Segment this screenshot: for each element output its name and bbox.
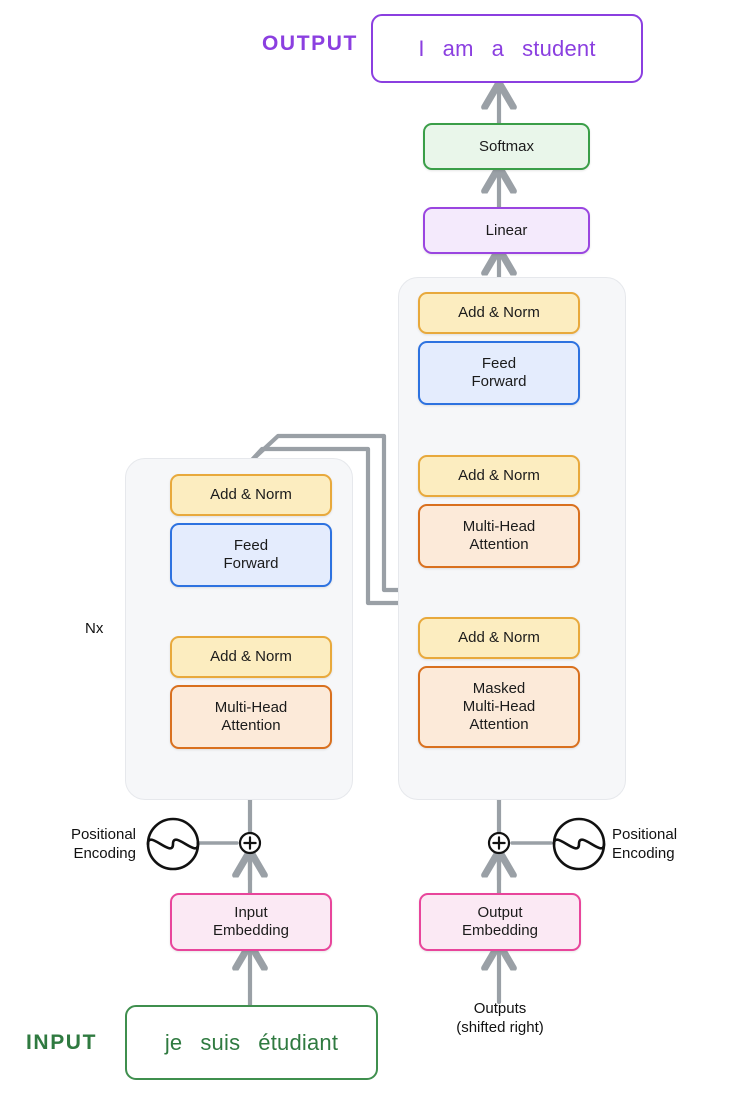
decoder-add-norm-top: Add & Norm — [418, 292, 580, 334]
encoder-repeat-label: Nx — [85, 620, 104, 637]
input-token: je — [164, 1029, 183, 1055]
output-token: am — [442, 35, 474, 61]
shifted-outputs-label: Outputs (shifted right) — [456, 1000, 544, 1036]
linear-block: Linear — [423, 207, 590, 254]
encoder-multi-head-attention: Multi-Head Attention — [170, 685, 332, 749]
input-token: suis — [200, 1029, 241, 1055]
output-token: a — [491, 35, 505, 61]
positional-encoding-label-left: Positional Encoding — [70, 826, 136, 862]
input-token: étudiant — [258, 1029, 339, 1055]
output-tokens-box: I am a student — [371, 14, 643, 83]
output-embedding-block: Output Embedding — [419, 893, 581, 951]
sine-wave-circle-icon — [552, 817, 606, 871]
input-embedding-block: Input Embedding — [170, 893, 332, 951]
circled-plus-icon-right — [487, 831, 511, 855]
encoder-feed-forward: Feed Forward — [170, 523, 332, 587]
output-token: student — [522, 35, 596, 61]
encoder-add-norm-top: Add & Norm — [170, 474, 332, 516]
sine-wave-circle-icon — [146, 817, 200, 871]
encoder-add-norm-bottom: Add & Norm — [170, 636, 332, 678]
decoder-masked-attention: Masked Multi-Head Attention — [418, 666, 580, 748]
input-banner-label: INPUT — [26, 1031, 97, 1054]
circled-plus-icon-left — [238, 831, 262, 855]
decoder-add-norm-middle: Add & Norm — [418, 455, 580, 497]
input-token-list: je suis étudiant — [165, 1030, 338, 1056]
softmax-block: Softmax — [423, 123, 590, 170]
output-banner-label: OUTPUT — [262, 32, 358, 55]
decoder-add-norm-bottom: Add & Norm — [418, 617, 580, 659]
input-tokens-box: je suis étudiant — [125, 1005, 378, 1080]
decoder-cross-attention: Multi-Head Attention — [418, 504, 580, 568]
positional-encoding-label-right: Positional Encoding — [612, 826, 678, 862]
decoder-feed-forward: Feed Forward — [418, 341, 580, 405]
output-token-list: I am a student — [418, 36, 595, 62]
output-token: I — [418, 35, 425, 61]
